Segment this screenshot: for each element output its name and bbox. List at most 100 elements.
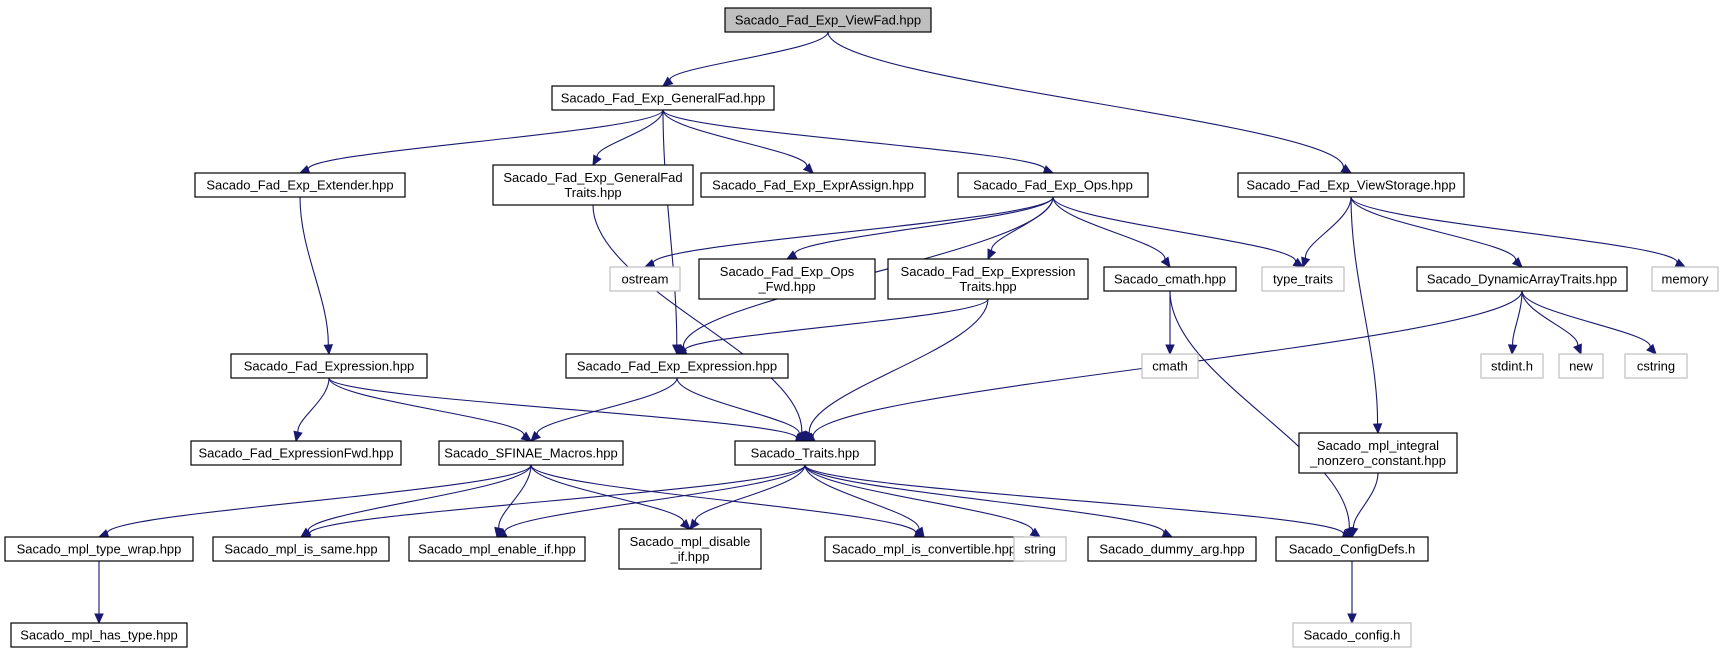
node-ostream-box — [609, 266, 681, 292]
node-ops[interactable]: Sacado_Fad_Exp_Ops.hpp — [957, 172, 1149, 198]
edge-generalfad-to-exprassign — [662, 109, 808, 168]
node-hastype[interactable]: Sacado_mpl_has_type.hpp — [10, 622, 188, 648]
node-expexpr-label-line-0: Sacado_Fad_Exp_Expression.hpp — [577, 359, 777, 374]
node-opsfwd-box — [698, 258, 876, 300]
arrowhead-fadexpr-to-exprfwd — [293, 430, 303, 443]
node-typetraits-box — [1261, 266, 1345, 292]
node-hastype-label-line-0: Sacado_mpl_has_type.hpp — [20, 628, 178, 643]
node-generalfad[interactable]: Sacado_Fad_Exp_GeneralFad.hpp — [551, 85, 775, 111]
node-disableif-box — [618, 528, 762, 570]
edge-fadexpr-to-traits — [328, 377, 797, 439]
node-disableif-label-line-1: _if.hpp — [669, 549, 709, 564]
arrowhead-traits-to-isconv — [914, 526, 925, 539]
arrowhead-ops-to-exprtraits — [987, 248, 997, 261]
arrowhead-sfinae-to-disableif — [679, 519, 691, 530]
edge-viewstorage-to-integral — [1350, 196, 1379, 425]
edge-ops-to-typetraits — [1052, 196, 1297, 263]
edge-expexpr-to-sfinae — [536, 377, 678, 435]
arrowhead-viewfad-to-generalfad — [662, 76, 674, 87]
node-isconv[interactable]: Sacado_mpl_is_convertible.hpp — [824, 536, 1024, 562]
node-integral[interactable]: Sacado_mpl_integral_nonzero_constant.hpp — [1298, 432, 1458, 474]
node-dummyarg-label-line-0: Sacado_dummy_arg.hpp — [1099, 542, 1244, 557]
node-viewstorage[interactable]: Sacado_Fad_Exp_ViewStorage.hpp — [1237, 172, 1465, 198]
arrowhead-expexpr-to-traits — [795, 430, 806, 442]
node-exprtraits-label-line-1: Traits.hpp — [959, 279, 1016, 294]
node-stdint: stdint.h — [1480, 353, 1544, 379]
node-sfinae-label-line-0: Sacado_SFINAE_Macros.hpp — [444, 446, 617, 461]
node-typewrap[interactable]: Sacado_mpl_type_wrap.hpp — [4, 536, 194, 562]
node-dyntraits[interactable]: Sacado_DynamicArrayTraits.hpp — [1416, 266, 1628, 292]
edge-generalfad-to-extender — [307, 109, 664, 171]
node-issame-label-line-0: Sacado_mpl_is_same.hpp — [224, 542, 377, 557]
node-dyntraits-label-line-0: Sacado_DynamicArrayTraits.hpp — [1427, 272, 1617, 287]
node-issame[interactable]: Sacado_mpl_is_same.hpp — [212, 536, 390, 562]
edge-traits-to-dummyarg — [804, 464, 1165, 534]
node-cstring: cstring — [1624, 353, 1688, 379]
node-typewrap-box — [4, 536, 194, 562]
node-hastype-box — [10, 622, 188, 648]
edge-sfinae-to-typewrap — [106, 464, 532, 535]
arrowhead-extender-to-fadexpr — [323, 344, 334, 356]
edge-exprtraits-to-traits — [808, 298, 989, 434]
node-generalfad-label-line-0: Sacado_Fad_Exp_GeneralFad.hpp — [561, 91, 766, 106]
node-cstring-label-line-0: cstring — [1637, 359, 1675, 374]
node-enableif-label-line-0: Sacado_mpl_enable_if.hpp — [418, 542, 576, 557]
node-enableif[interactable]: Sacado_mpl_enable_if.hpp — [408, 536, 586, 562]
node-dyntraits-box — [1416, 266, 1628, 292]
node-traits-box — [734, 440, 876, 466]
node-viewstorage-box — [1237, 172, 1465, 198]
node-cmath: cmath — [1141, 353, 1199, 379]
node-opsfwd-label-line-1: _Fwd.hpp — [757, 279, 815, 294]
node-dummyarg-box — [1087, 536, 1257, 562]
node-exprtraits-box — [887, 258, 1089, 300]
node-cmathhpp[interactable]: Sacado_cmath.hpp — [1103, 266, 1237, 292]
edge-generalfad-to-expexpr — [662, 109, 678, 346]
node-fadexpr-label-line-0: Sacado_Fad_Expression.hpp — [244, 359, 415, 374]
edge-traits-to-disableif — [694, 464, 806, 523]
node-configdefs[interactable]: Sacado_ConfigDefs.h — [1275, 536, 1429, 562]
node-disableif-label-line-0: Sacado_mpl_disable — [630, 534, 751, 549]
node-exprassign[interactable]: Sacado_Fad_Exp_ExprAssign.hpp — [700, 172, 926, 198]
arrowhead-generalfad-to-extender — [298, 165, 311, 174]
node-stdint-box — [1480, 353, 1544, 379]
node-extender[interactable]: Sacado_Fad_Exp_Extender.hpp — [194, 172, 406, 198]
node-memory-label-line-0: memory — [1662, 272, 1709, 287]
node-sfinae[interactable]: Sacado_SFINAE_Macros.hpp — [438, 440, 624, 466]
edge-viewstorage-to-typetraits — [1304, 196, 1352, 259]
edge-sfinae-to-disableif — [530, 464, 684, 524]
node-opsfwd[interactable]: Sacado_Fad_Exp_Ops_Fwd.hpp — [698, 258, 876, 300]
node-dummyarg[interactable]: Sacado_dummy_arg.hpp — [1087, 536, 1257, 562]
node-integral-label-line-1: _nonzero_constant.hpp — [1309, 453, 1446, 468]
arrowhead-dyntraits-to-cstring — [1646, 343, 1657, 355]
edge-sfinae-to-enableif — [498, 464, 532, 529]
node-extender-box — [194, 172, 406, 198]
node-exprassign-box — [700, 172, 926, 198]
node-exprfwd[interactable]: Sacado_Fad_ExpressionFwd.hpp — [190, 440, 402, 466]
edge-ops-to-cmathhpp — [1052, 196, 1166, 260]
node-viewfad[interactable]: Sacado_Fad_Exp_ViewFad.hpp — [724, 7, 932, 33]
node-traits[interactable]: Sacado_Traits.hpp — [734, 440, 876, 466]
node-viewfad-box — [724, 7, 932, 33]
node-configdefs-label-line-0: Sacado_ConfigDefs.h — [1289, 542, 1415, 557]
edge-generalfad-to-ops — [662, 109, 1046, 171]
arrowhead-traits-to-disableif — [689, 518, 700, 530]
arrowhead-integral-to-configdefs — [1348, 526, 1359, 539]
arrowhead-sfinae-to-typewrap — [97, 529, 110, 539]
node-exprassign-label-line-0: Sacado_Fad_Exp_ExprAssign.hpp — [712, 178, 914, 193]
arrowhead-fadexpr-to-sfinae — [520, 431, 532, 442]
node-fadexpr[interactable]: Sacado_Fad_Expression.hpp — [230, 353, 428, 379]
node-expexpr[interactable]: Sacado_Fad_Exp_Expression.hpp — [565, 353, 789, 379]
node-ostream-label-line-0: ostream — [622, 272, 669, 287]
node-disableif[interactable]: Sacado_mpl_disable_if.hpp — [618, 528, 762, 570]
arrowhead-viewfad-to-viewstorage — [1340, 163, 1353, 174]
edge-traits-to-string — [804, 464, 1034, 533]
node-generalfad-box — [551, 85, 775, 111]
node-cmathhpp-box — [1103, 266, 1237, 292]
edge-fadexpr-to-exprfwd — [297, 377, 330, 433]
edge-gftraits-to-traits — [592, 204, 803, 433]
edge-viewstorage-to-memory — [1350, 196, 1678, 264]
node-config-label-line-0: Sacado_config.h — [1304, 628, 1401, 643]
